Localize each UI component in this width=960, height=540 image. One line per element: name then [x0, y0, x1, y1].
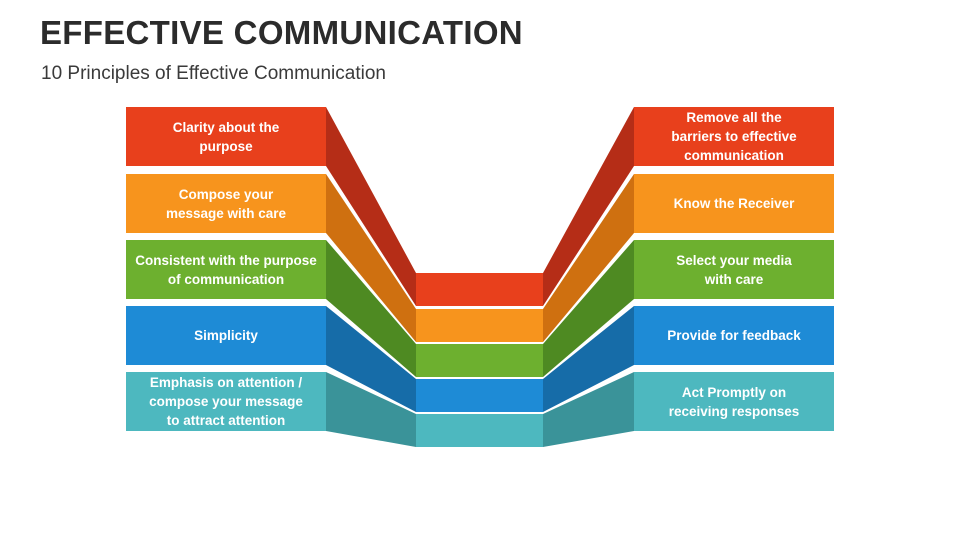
right-principle-label-3: Select your media with care [676, 252, 792, 287]
center-segment-4 [416, 379, 543, 412]
center-segment-3 [416, 344, 543, 377]
center-segment-2 [416, 309, 543, 342]
left-band-3 [326, 240, 416, 377]
right-band-4 [543, 306, 634, 412]
right-band-3 [543, 240, 634, 377]
page-subtitle: 10 Principles of Effective Communication [41, 63, 386, 84]
left-principle-label-5: Emphasis on attention / compose your mes… [149, 375, 303, 428]
left-principle-label-3: Consistent with the purpose of communica… [135, 252, 317, 287]
left-principle-box-3 [126, 240, 326, 299]
right-principle-box-2 [634, 174, 834, 233]
right-principle-box-1 [634, 107, 834, 166]
left-principle-box-5 [126, 372, 326, 431]
right-band-5 [543, 372, 634, 447]
right-principle-box-5 [634, 372, 834, 431]
right-band-1 [543, 107, 634, 306]
right-principle-box-4 [634, 306, 834, 365]
center-segment-5 [416, 414, 543, 447]
right-band-2 [543, 174, 634, 342]
right-principle-label-1: Remove all the barriers to effective com… [671, 110, 797, 163]
left-principle-box-2 [126, 174, 326, 233]
center-segment-1 [416, 273, 543, 306]
left-band-1 [326, 107, 416, 306]
left-principle-box-1 [126, 107, 326, 166]
left-band-2 [326, 174, 416, 342]
page-title: EFFECTIVE COMMUNICATION [40, 14, 523, 51]
right-principle-label-4: Provide for feedback [667, 328, 801, 343]
left-band-4 [326, 306, 416, 412]
left-principle-label-1: Clarity about the purpose [172, 119, 280, 154]
left-principle-label-4: Simplicity [194, 328, 258, 343]
left-principle-label-2: Compose your message with care [165, 186, 287, 221]
left-band-5 [326, 372, 416, 447]
right-principle-label-2: Know the Receiver [673, 196, 795, 211]
left-principle-box-4 [126, 306, 326, 365]
right-principle-label-5: Act Promptly on receiving responses [668, 384, 800, 419]
right-principle-box-3 [634, 240, 834, 299]
